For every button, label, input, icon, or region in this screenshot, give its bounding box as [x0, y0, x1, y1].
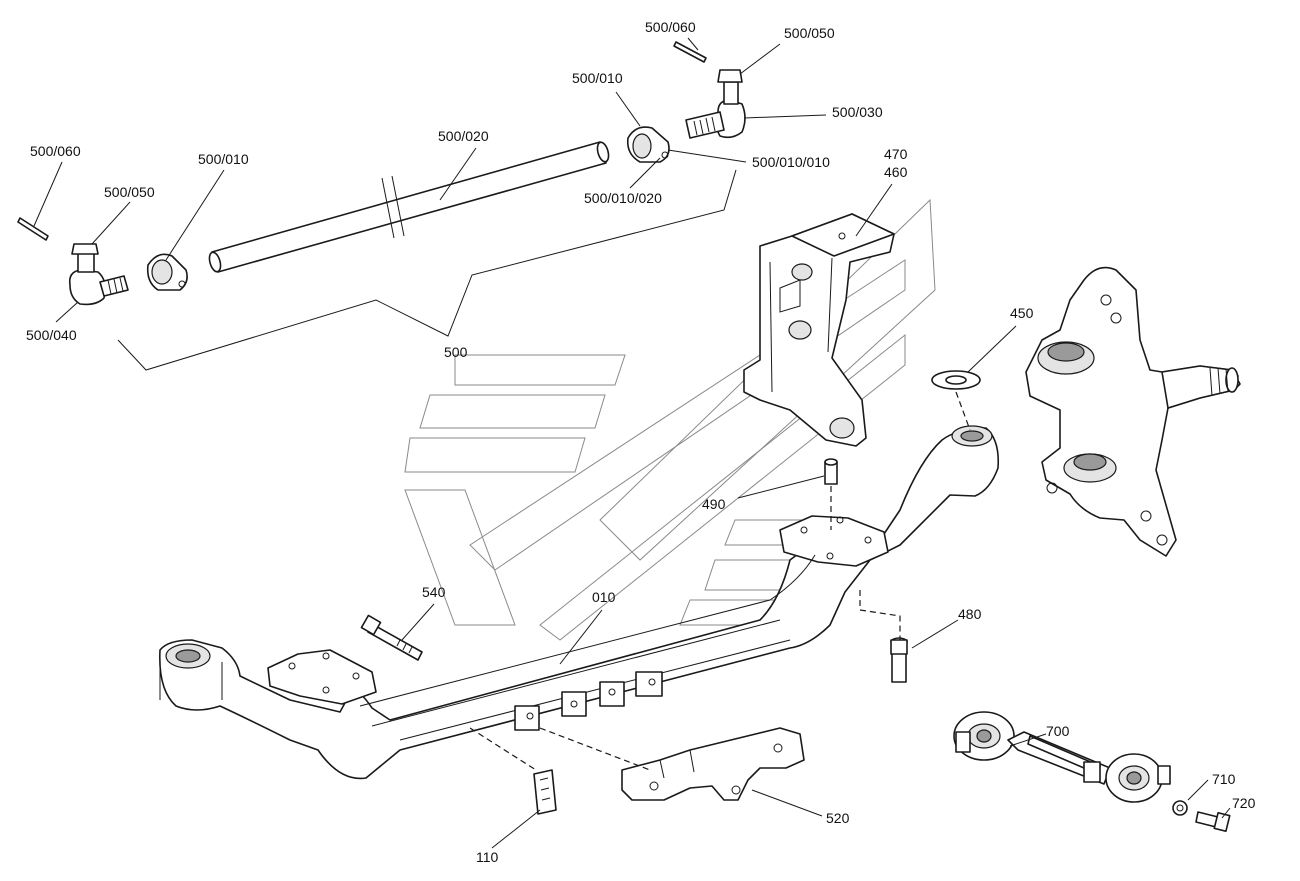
bolt-540: [360, 614, 423, 661]
label-720: 720: [1232, 795, 1256, 811]
part-labels: 500/060 500/050 500/010 500/030 500/010/…: [26, 19, 1256, 865]
label-500-050-left: 500/050: [104, 184, 155, 200]
bolt-480: [890, 637, 908, 683]
left-clamp: [146, 253, 188, 291]
tie-rod-tube: [208, 141, 610, 273]
right-clamp: [626, 126, 670, 163]
label-500-020: 500/020: [438, 128, 489, 144]
alignment-line-520: [539, 727, 651, 771]
label-500-010-left: 500/010: [198, 151, 249, 167]
label-450: 450: [1010, 305, 1034, 321]
upright-bracket: [743, 213, 895, 447]
bracket-520: [621, 727, 805, 801]
tie-rod-assembly: [17, 41, 746, 306]
alignment-line-washer: [955, 391, 971, 431]
left-ball-joint: [17, 217, 129, 306]
label-540: 540: [422, 584, 446, 600]
label-500-030: 500/030: [832, 104, 883, 120]
right-ball-joint: [673, 41, 746, 139]
label-500-010-020: 500/010/020: [584, 190, 662, 206]
label-470: 470: [884, 146, 908, 162]
shock-absorber: [953, 711, 1171, 803]
alignment-line-110: [469, 727, 537, 771]
washer-710: [1172, 800, 1188, 816]
sleeve-490: [824, 458, 838, 485]
axle-beam: [159, 425, 1000, 780]
label-520: 520: [826, 810, 850, 826]
assembly-bracket-500: [117, 169, 737, 371]
label-110: 110: [476, 849, 499, 865]
label-010: 010: [592, 589, 616, 605]
label-700: 700: [1046, 723, 1070, 739]
steering-knuckle: [1025, 266, 1241, 557]
label-480: 480: [958, 606, 982, 622]
label-500: 500: [444, 344, 468, 360]
leader-lines: [33, 37, 1231, 849]
washer: [931, 370, 981, 390]
alignment-line-480: [859, 590, 901, 640]
label-500-040: 500/040: [26, 327, 77, 343]
label-500-050-top: 500/050: [784, 25, 835, 41]
plate-110: [533, 769, 557, 815]
label-710: 710: [1212, 771, 1236, 787]
label-500-060-left: 500/060: [30, 143, 81, 159]
label-500-010-010: 500/010/010: [752, 154, 830, 170]
label-500-010-top: 500/010: [572, 70, 623, 86]
label-490: 490: [702, 496, 726, 512]
bolt-720: [1195, 811, 1231, 833]
label-460: 460: [884, 164, 908, 180]
label-500-060-top: 500/060: [645, 19, 696, 35]
